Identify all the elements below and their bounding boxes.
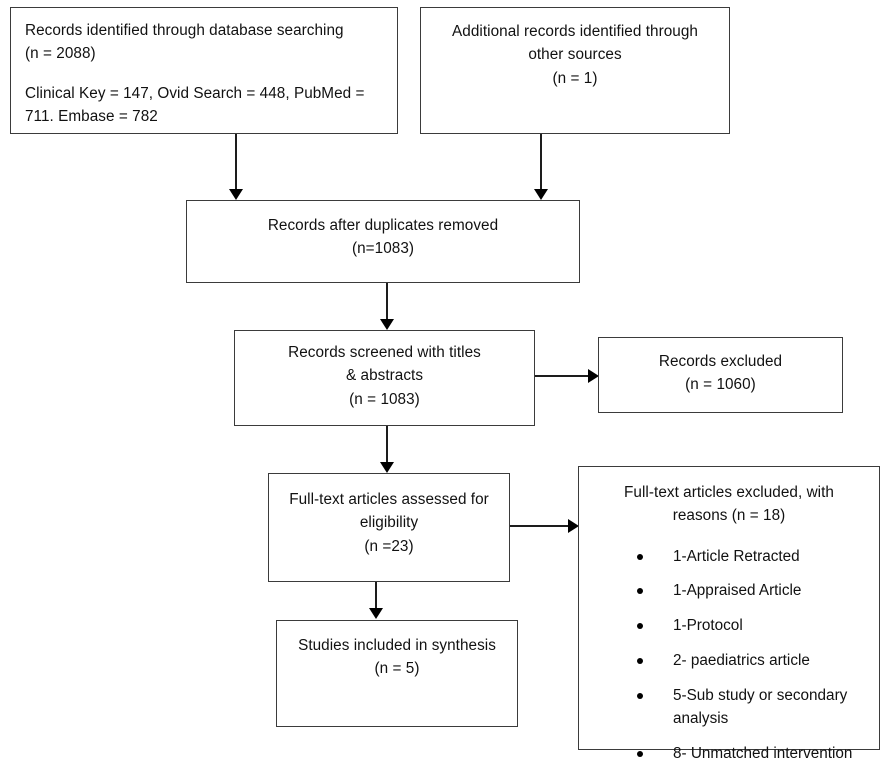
box-records-excluded: Records excluded (n = 1060) xyxy=(598,337,843,413)
arrowhead-other-sources-to-duplicates xyxy=(534,189,548,200)
database-search-line1: Records identified through database sear… xyxy=(25,22,344,39)
list-item: 2- paediatrics article xyxy=(637,650,865,673)
records-excluded-line1: Records excluded xyxy=(658,353,783,370)
connector-fulltext-to-included xyxy=(375,582,377,610)
box-records-screened: Records screened with titles & abstracts… xyxy=(234,330,535,426)
box-records-identified-database: Records identified through database sear… xyxy=(10,7,398,134)
exclusion-reasons-list: 1-Article Retracted 1-Appraised Article … xyxy=(593,546,865,765)
connector-duplicates-to-screened xyxy=(386,283,388,321)
database-search-line3: Clinical Key = 147, Ovid Search = 448, P… xyxy=(25,84,365,102)
connector-screened-to-excluded xyxy=(535,375,590,377)
list-item: 5-Sub study or secondary analysis xyxy=(637,685,865,731)
arrowhead-screened-to-excluded xyxy=(588,369,599,383)
connector-other-sources-to-duplicates xyxy=(540,134,542,191)
duplicates-removed-line1: Records after duplicates removed xyxy=(267,217,499,234)
box-additional-records-other-sources: Additional records identified through ot… xyxy=(420,7,730,134)
records-screened-line1: Records screened with titles xyxy=(288,344,481,361)
spacer xyxy=(25,66,383,82)
database-search-line4: 711. Embase = 782 xyxy=(25,107,158,125)
arrowhead-fulltext-to-excluded-reasons xyxy=(568,519,579,533)
arrowhead-screened-to-fulltext xyxy=(380,462,394,473)
duplicates-removed-count: (n=1083) xyxy=(351,240,415,258)
records-excluded-count: (n = 1060) xyxy=(685,376,756,394)
arrowhead-database-to-duplicates xyxy=(229,189,243,200)
list-item: 1-Appraised Article xyxy=(637,580,865,603)
connector-database-to-duplicates xyxy=(235,134,237,191)
connector-fulltext-to-excluded-reasons xyxy=(510,525,570,527)
arrowhead-fulltext-to-included xyxy=(369,608,383,619)
list-item: 1-Article Retracted xyxy=(637,546,865,569)
connector-screened-to-fulltext xyxy=(386,426,388,464)
box-studies-included: Studies included in synthesis (n = 5) xyxy=(276,620,518,727)
records-screened-count: (n = 1083) xyxy=(349,390,420,408)
box-fulltext-assessed: Full-text articles assessed for eligibil… xyxy=(268,473,510,582)
fulltext-assessed-line2: eligibility xyxy=(359,514,419,532)
records-screened-line2: & abstracts xyxy=(345,367,424,385)
arrowhead-duplicates-to-screened xyxy=(380,319,394,330)
fulltext-assessed-count: (n =23) xyxy=(364,537,414,555)
box-records-after-duplicates-removed: Records after duplicates removed (n=1083… xyxy=(186,200,580,283)
database-search-count: (n = 2088) xyxy=(25,45,96,63)
fulltext-excluded-line2: reasons (n = 18) xyxy=(672,507,786,525)
studies-included-count: (n = 5) xyxy=(374,660,420,678)
list-item: 8- Unmatched intervention xyxy=(637,743,865,765)
other-sources-line2: other sources xyxy=(528,46,622,64)
studies-included-line1: Studies included in synthesis xyxy=(298,637,496,654)
other-sources-line1: Additional records identified through xyxy=(452,23,698,40)
box-fulltext-excluded-reasons: Full-text articles excluded, with reason… xyxy=(578,466,880,762)
fulltext-assessed-line1: Full-text articles assessed for xyxy=(289,491,489,508)
fulltext-excluded-line1: Full-text articles excluded, with xyxy=(624,484,834,501)
other-sources-count: (n = 1) xyxy=(552,69,598,87)
list-item: 1-Protocol xyxy=(637,615,865,638)
